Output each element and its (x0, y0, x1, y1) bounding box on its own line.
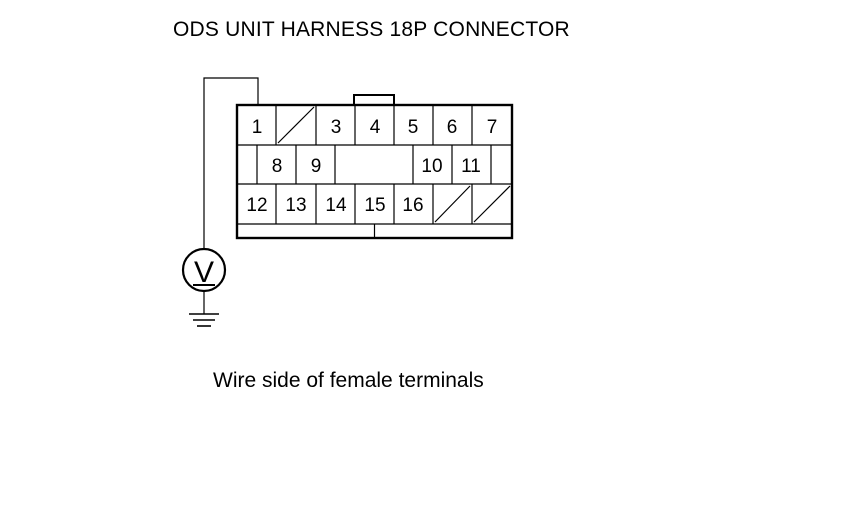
terminal-label: 6 (447, 117, 458, 138)
terminal-label: 1 (252, 117, 263, 138)
blank-terminal-slash (434, 185, 471, 223)
connector-body (235, 103, 514, 240)
ground-icon (189, 313, 219, 327)
terminal-label: 3 (331, 117, 342, 138)
terminal-label: 5 (408, 117, 419, 138)
terminal-label: 10 (421, 156, 442, 177)
terminal-label: 11 (461, 156, 481, 177)
terminal-label: 4 (370, 117, 381, 138)
terminal-label: 8 (272, 156, 283, 177)
terminal-label: 14 (325, 195, 347, 216)
terminal-label: 7 (487, 117, 498, 138)
terminal-label: 12 (246, 195, 267, 216)
diagram-caption: Wire side of female terminals (213, 369, 484, 392)
terminal-label: 9 (311, 156, 322, 177)
terminal-label: 16 (402, 195, 423, 216)
probe-wire (203, 77, 259, 250)
blank-terminal-slash (277, 106, 315, 144)
terminal-label: 13 (285, 195, 306, 216)
diagram-title: ODS UNIT HARNESS 18P CONNECTOR (173, 18, 570, 41)
voltmeter-symbol: V (194, 256, 214, 289)
terminal-label: 15 (364, 195, 385, 216)
blank-terminal-slash (473, 185, 511, 223)
